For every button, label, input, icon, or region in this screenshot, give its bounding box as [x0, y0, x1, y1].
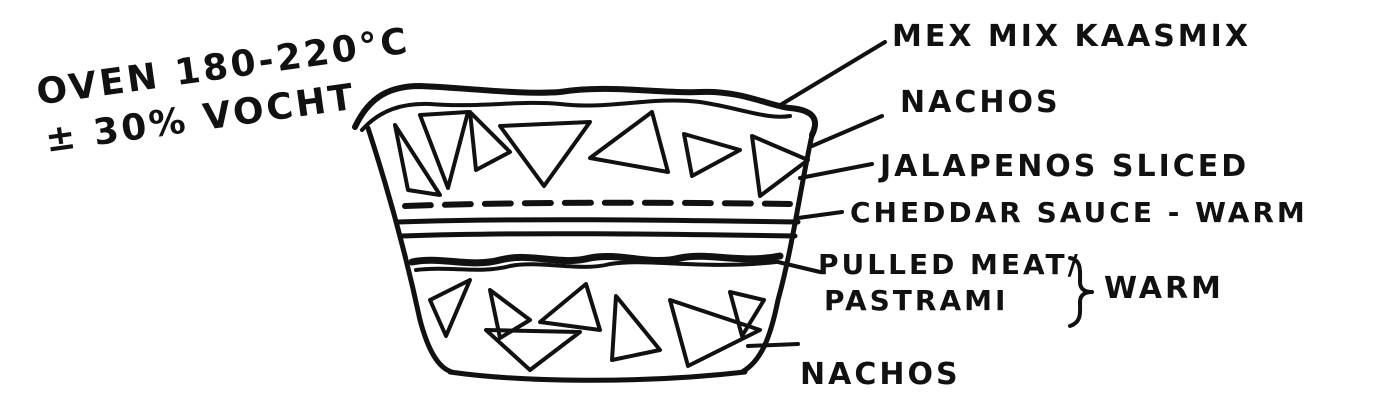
top-nachos-layer [393, 110, 810, 198]
cheddar-layer-bottom [399, 231, 798, 239]
label-mex-mix: MEX MIX KAASMIX [892, 19, 1251, 54]
jalapeno-layer [402, 199, 793, 209]
leader-nachos-bottom [746, 342, 800, 348]
label-pulled-meat-line2: PASTRAMI [824, 284, 1008, 317]
bowl-bottom [447, 369, 748, 383]
nacho-chip [588, 110, 670, 174]
bowl-left-wall [365, 125, 455, 375]
nacho-chip [750, 134, 810, 198]
label-cheddar: CHEDDAR SAUCE - WARM [850, 196, 1308, 229]
leader-jalapenos [798, 162, 874, 180]
bowl-rim-inner [360, 98, 792, 132]
nacho-chip [682, 132, 742, 178]
leader-pulled-meat [776, 260, 822, 274]
nacho-chip [428, 278, 472, 338]
nacho-chip [538, 282, 602, 332]
bowl-rim-outer [352, 83, 818, 138]
leader-mex-mix [780, 40, 887, 106]
bowl [352, 83, 818, 383]
leader-nachos-top [810, 114, 884, 148]
nacho-chip [498, 120, 592, 188]
curly-brace-icon [1068, 256, 1094, 328]
label-jalapenos: JALAPENOS SLICED [878, 149, 1249, 184]
pulled-meat-layer [408, 252, 784, 272]
label-nachos-bottom: NACHOS [800, 357, 961, 392]
label-pulled-meat-line1: PULLED MEAT/ [818, 248, 1081, 281]
bottom-nachos-layer [428, 278, 766, 372]
oven-note: OVEN 180-220°C ± 30% VOCHT [34, 21, 412, 161]
bowl-right-wall [739, 132, 815, 375]
leader-lines [746, 40, 887, 348]
nacho-chip [610, 294, 662, 362]
label-warm: WARM [1104, 271, 1224, 306]
nacho-chip [484, 328, 582, 372]
nacho-chip [668, 298, 762, 368]
cheddar-layer-top [395, 217, 801, 225]
label-nachos-top: NACHOS [900, 85, 1061, 120]
nacho-chip [728, 290, 766, 338]
leader-cheddar [796, 210, 844, 220]
nacho-chip [418, 110, 470, 190]
nacho-chip [468, 110, 512, 172]
nacho-chip [393, 123, 442, 197]
